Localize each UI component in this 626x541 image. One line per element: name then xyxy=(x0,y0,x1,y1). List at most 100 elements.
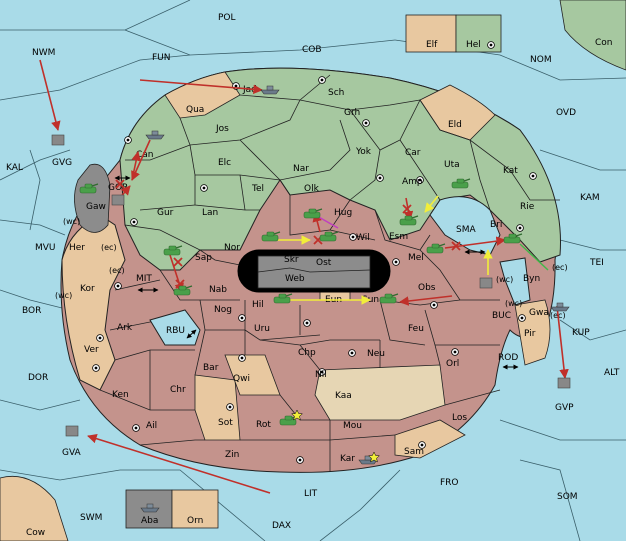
land-label-ail: Ail xyxy=(146,421,157,431)
coast-tag: (ec) xyxy=(101,243,117,252)
star-markers xyxy=(290,409,381,463)
land-label-nor: Nor xyxy=(224,243,240,253)
land-label-gur: Gur xyxy=(157,208,174,218)
sea-label-kam: KAM xyxy=(580,193,600,203)
sea-label-rod: ROD xyxy=(498,353,518,363)
land-sam[interactable] xyxy=(394,419,466,459)
land-label-can: Can xyxy=(136,150,154,160)
land-label-yok: Yok xyxy=(355,147,372,157)
land-label-orl: Orl xyxy=(446,359,459,369)
sea-label-nom: NOM xyxy=(530,55,552,65)
land-label-zin: Zin xyxy=(225,450,239,460)
sea-label-cob: COB xyxy=(302,45,322,55)
sea-label-kup: KUP xyxy=(572,328,590,338)
sea-label-dax: DAX xyxy=(272,521,291,531)
land-label-kar: Kar xyxy=(340,454,355,464)
land-label-chr: Chr xyxy=(170,385,186,395)
sea-label-mit: MIT xyxy=(136,274,152,284)
land-label-eld: Eld xyxy=(448,120,462,130)
sea-label-som: SOM xyxy=(557,492,578,502)
sea-label-pol: POL xyxy=(218,13,236,23)
sea-label-con: Con xyxy=(595,38,613,48)
land-label-gwa: Gwa xyxy=(529,308,549,318)
sea-label-sma: SMA xyxy=(456,225,476,235)
sea-label-lit: LIT xyxy=(304,489,318,499)
land-eld[interactable] xyxy=(419,84,496,141)
land-label-hel: Hel xyxy=(466,40,481,50)
land-label-rot: Rot xyxy=(256,420,271,430)
land-cow[interactable] xyxy=(0,475,69,541)
land-label-sch: Sch xyxy=(328,88,344,98)
sea-label-gvp: GVP xyxy=(555,403,574,413)
sea-label-tei: TEI xyxy=(589,258,604,268)
land-label-rie: Rie xyxy=(520,202,535,212)
land-label-bri: Bri xyxy=(490,220,502,230)
sea-label-mvu: MVU xyxy=(35,243,56,253)
land-label-bar: Bar xyxy=(203,363,219,373)
sea-label-bor: BOR xyxy=(22,306,41,316)
land-label-ken: Ken xyxy=(112,390,129,400)
land-label-nil: Nil xyxy=(315,370,327,380)
land-qua[interactable] xyxy=(164,71,241,119)
land-label-neu: Neu xyxy=(367,349,385,359)
sea-label-ovd: OVD xyxy=(556,108,576,118)
land-label-aba: Aba xyxy=(141,516,158,526)
web-divider xyxy=(257,267,371,273)
land-label-ost: Ost xyxy=(316,258,332,268)
coast-tag: (wc) xyxy=(496,275,513,284)
land-elf[interactable] xyxy=(405,14,457,53)
land-label-jos: Jos xyxy=(215,124,229,134)
land-sot[interactable] xyxy=(194,374,241,441)
coast-tag: (ec) xyxy=(109,266,125,275)
land-label-gaw: Gaw xyxy=(86,202,106,212)
land-label-jad: Jad xyxy=(242,85,257,95)
land-label-byn: Byn xyxy=(523,274,540,284)
adjacency-arrows xyxy=(114,175,519,370)
sea-label-fro: FRO xyxy=(440,478,459,488)
land-label-pir: Pir xyxy=(524,329,536,339)
land-label-orn: Orn xyxy=(187,516,203,526)
land-label-obs: Obs xyxy=(418,283,436,293)
land-label-qua: Qua xyxy=(186,105,204,115)
sea-label-gvg: GVG xyxy=(52,158,72,168)
sea-label-rbu: RBU xyxy=(166,326,185,336)
sea-label-cow: Cow xyxy=(26,528,45,538)
sea-label-nwm: NWM xyxy=(32,48,55,58)
land-hel[interactable] xyxy=(455,14,502,53)
land-label-nab: Nab xyxy=(209,285,227,295)
land-label-chp: Chp xyxy=(298,348,316,358)
sea-label-gor: GOR xyxy=(108,183,128,193)
land-gaw[interactable] xyxy=(74,163,111,233)
land-label-tel: Tel xyxy=(251,184,264,194)
land-orn[interactable] xyxy=(171,489,219,529)
land-label-mel: Mel xyxy=(408,253,424,263)
land-label-hil: Hil xyxy=(252,300,264,310)
land-labels: Elf Hel Jad Sch Qua Jos Grh Eld Can Yok … xyxy=(69,40,549,526)
land-label-elf: Elf xyxy=(426,40,438,50)
land-label-sap: Sap xyxy=(195,253,212,263)
land-label-sam: Sam xyxy=(404,447,424,457)
land-label-skr: Skr xyxy=(284,255,299,265)
coast-tag: (ec) xyxy=(552,263,568,272)
sea-label-kal: KAL xyxy=(6,163,23,173)
land-label-car: Car xyxy=(405,148,421,158)
land-label-uta: Uta xyxy=(444,160,460,170)
land-label-kat: Kat xyxy=(503,166,518,176)
sea-label-buc: BUC xyxy=(492,311,511,321)
land-label-nog: Nog xyxy=(214,305,232,315)
land-label-wil: Wil xyxy=(356,233,370,243)
land-label-olk: Olk xyxy=(304,184,320,194)
land-label-elc: Elc xyxy=(218,158,231,168)
coast-tag: (wc) xyxy=(505,299,522,308)
land-label-sot: Sot xyxy=(218,418,233,428)
coast-tag: (wc) xyxy=(63,217,80,226)
sea-labels: POL NWM FUN COB NOM Con OVD KAL KAM MVU … xyxy=(6,13,620,538)
land-label-qwi: Qwi xyxy=(233,374,250,384)
land-label-feu: Feu xyxy=(408,324,424,334)
land-label-kor: Kor xyxy=(80,284,95,294)
land-label-her: Her xyxy=(69,243,85,253)
sea-label-alt: ALT xyxy=(604,368,620,378)
sea-label-swm: SWM xyxy=(80,513,102,523)
